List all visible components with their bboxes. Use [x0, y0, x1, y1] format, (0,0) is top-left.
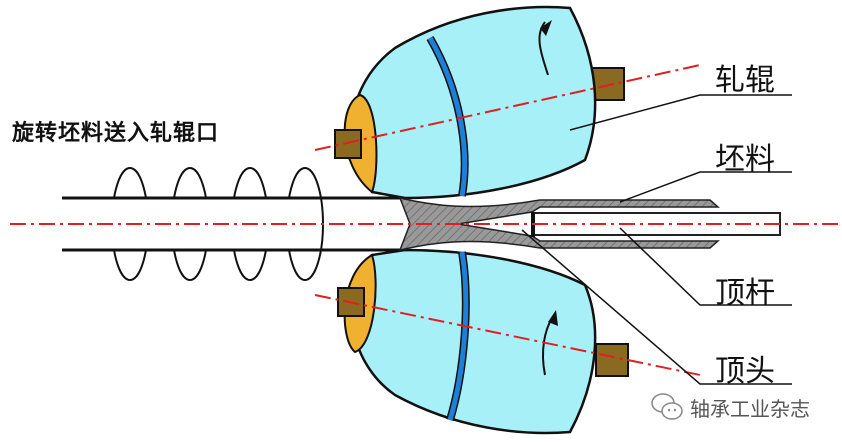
feed-description: 旋转坯料送入轧辊口 — [12, 120, 220, 146]
rotating-billet — [62, 167, 405, 281]
upper-roll-shaft-right — [591, 67, 625, 101]
upper-roll — [314, 5, 701, 200]
upper-rotation-arrow — [538, 21, 549, 76]
upper-roll-axis — [314, 64, 701, 151]
label-roll: 轧辊 — [715, 63, 775, 98]
lower-roll — [314, 248, 701, 435]
leader-lines — [521, 94, 792, 385]
watermark: 轴承工业杂志 — [650, 392, 810, 422]
label-billet: 坯料 — [715, 142, 775, 177]
upper-roll-shaft-left — [334, 129, 362, 159]
wechat-icon — [651, 393, 683, 420]
watermark-text: 轴承工业杂志 — [690, 396, 810, 421]
label-mandrel-bar: 顶杆 — [715, 276, 775, 311]
label-plug: 顶头 — [715, 354, 775, 389]
